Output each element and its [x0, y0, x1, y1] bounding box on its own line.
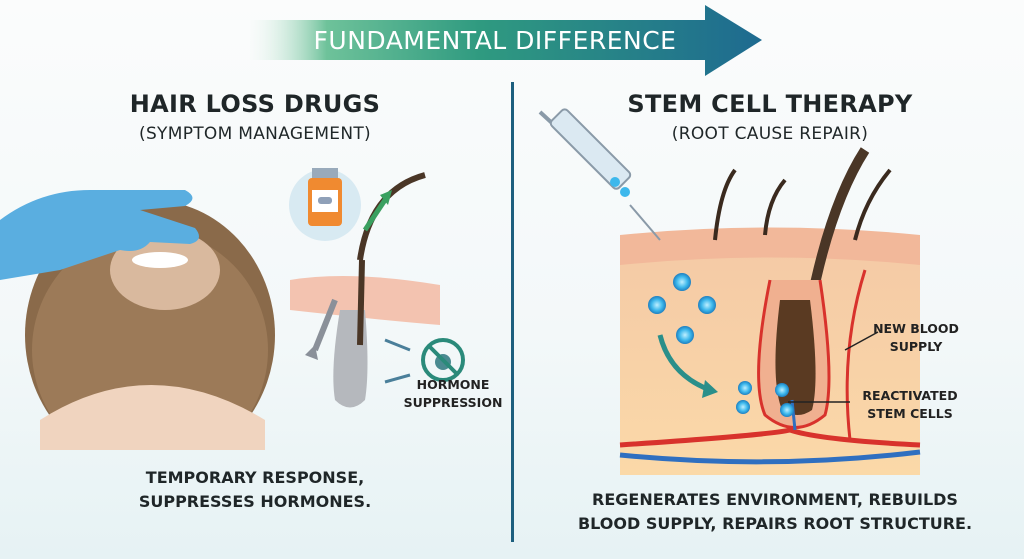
follicle-diagram [290, 172, 440, 408]
no-hormone-icon [421, 338, 465, 382]
stem-cell-illustration [538, 108, 921, 475]
blood-label-leader [844, 331, 879, 351]
label-line: SUPPRESSION [403, 395, 503, 410]
blood-vessels [619, 269, 921, 465]
banner-arrow [250, 5, 762, 76]
left-title: HAIR LOSS DRUGS [129, 90, 381, 118]
reactivated-stem-cells-label: REACTIVATED STEM CELLS [850, 387, 970, 423]
glove-icon [0, 190, 199, 280]
hormone-suppression-label: HORMONE SUPPRESSION [398, 376, 508, 412]
left-description: TEMPORARY RESPONSE, SUPPRESSES HORMONES. [20, 466, 490, 514]
curved-arrow-icon [657, 334, 711, 393]
hair-loss-drugs-illustration [0, 168, 465, 450]
left-subtitle: (SYMPTOM MANAGEMENT) [139, 124, 371, 144]
banner-title: FUNDAMENTAL DIFFERENCE [313, 26, 677, 55]
label-line: NEW BLOOD [873, 321, 959, 336]
new-blood-supply-label: NEW BLOOD SUPPLY [866, 320, 966, 356]
right-subtitle: (ROOT CAUSE REPAIR) [671, 124, 869, 144]
label-line: HORMONE [416, 377, 490, 392]
label-line: REACTIVATED [862, 388, 958, 403]
medication-bottle-icon [289, 168, 361, 241]
description-line: BLOOD SUPPLY, REPAIRS ROOT STRUCTURE. [577, 514, 973, 533]
description-line: SUPPRESSES HORMONES. [138, 492, 372, 511]
label-line: STEM CELLS [867, 406, 953, 421]
divider [511, 82, 514, 542]
description-line: REGENERATES ENVIRONMENT, REBUILDS [592, 490, 958, 509]
right-title: STEM CELL THERAPY [627, 90, 913, 118]
description-line: TEMPORARY RESPONSE, [145, 468, 365, 487]
right-description: REGENERATES ENVIRONMENT, REBUILDS BLOOD … [530, 488, 1020, 536]
syringe-icon [538, 108, 661, 241]
stem-cells [648, 273, 794, 417]
label-line: SUPPLY [889, 339, 943, 354]
